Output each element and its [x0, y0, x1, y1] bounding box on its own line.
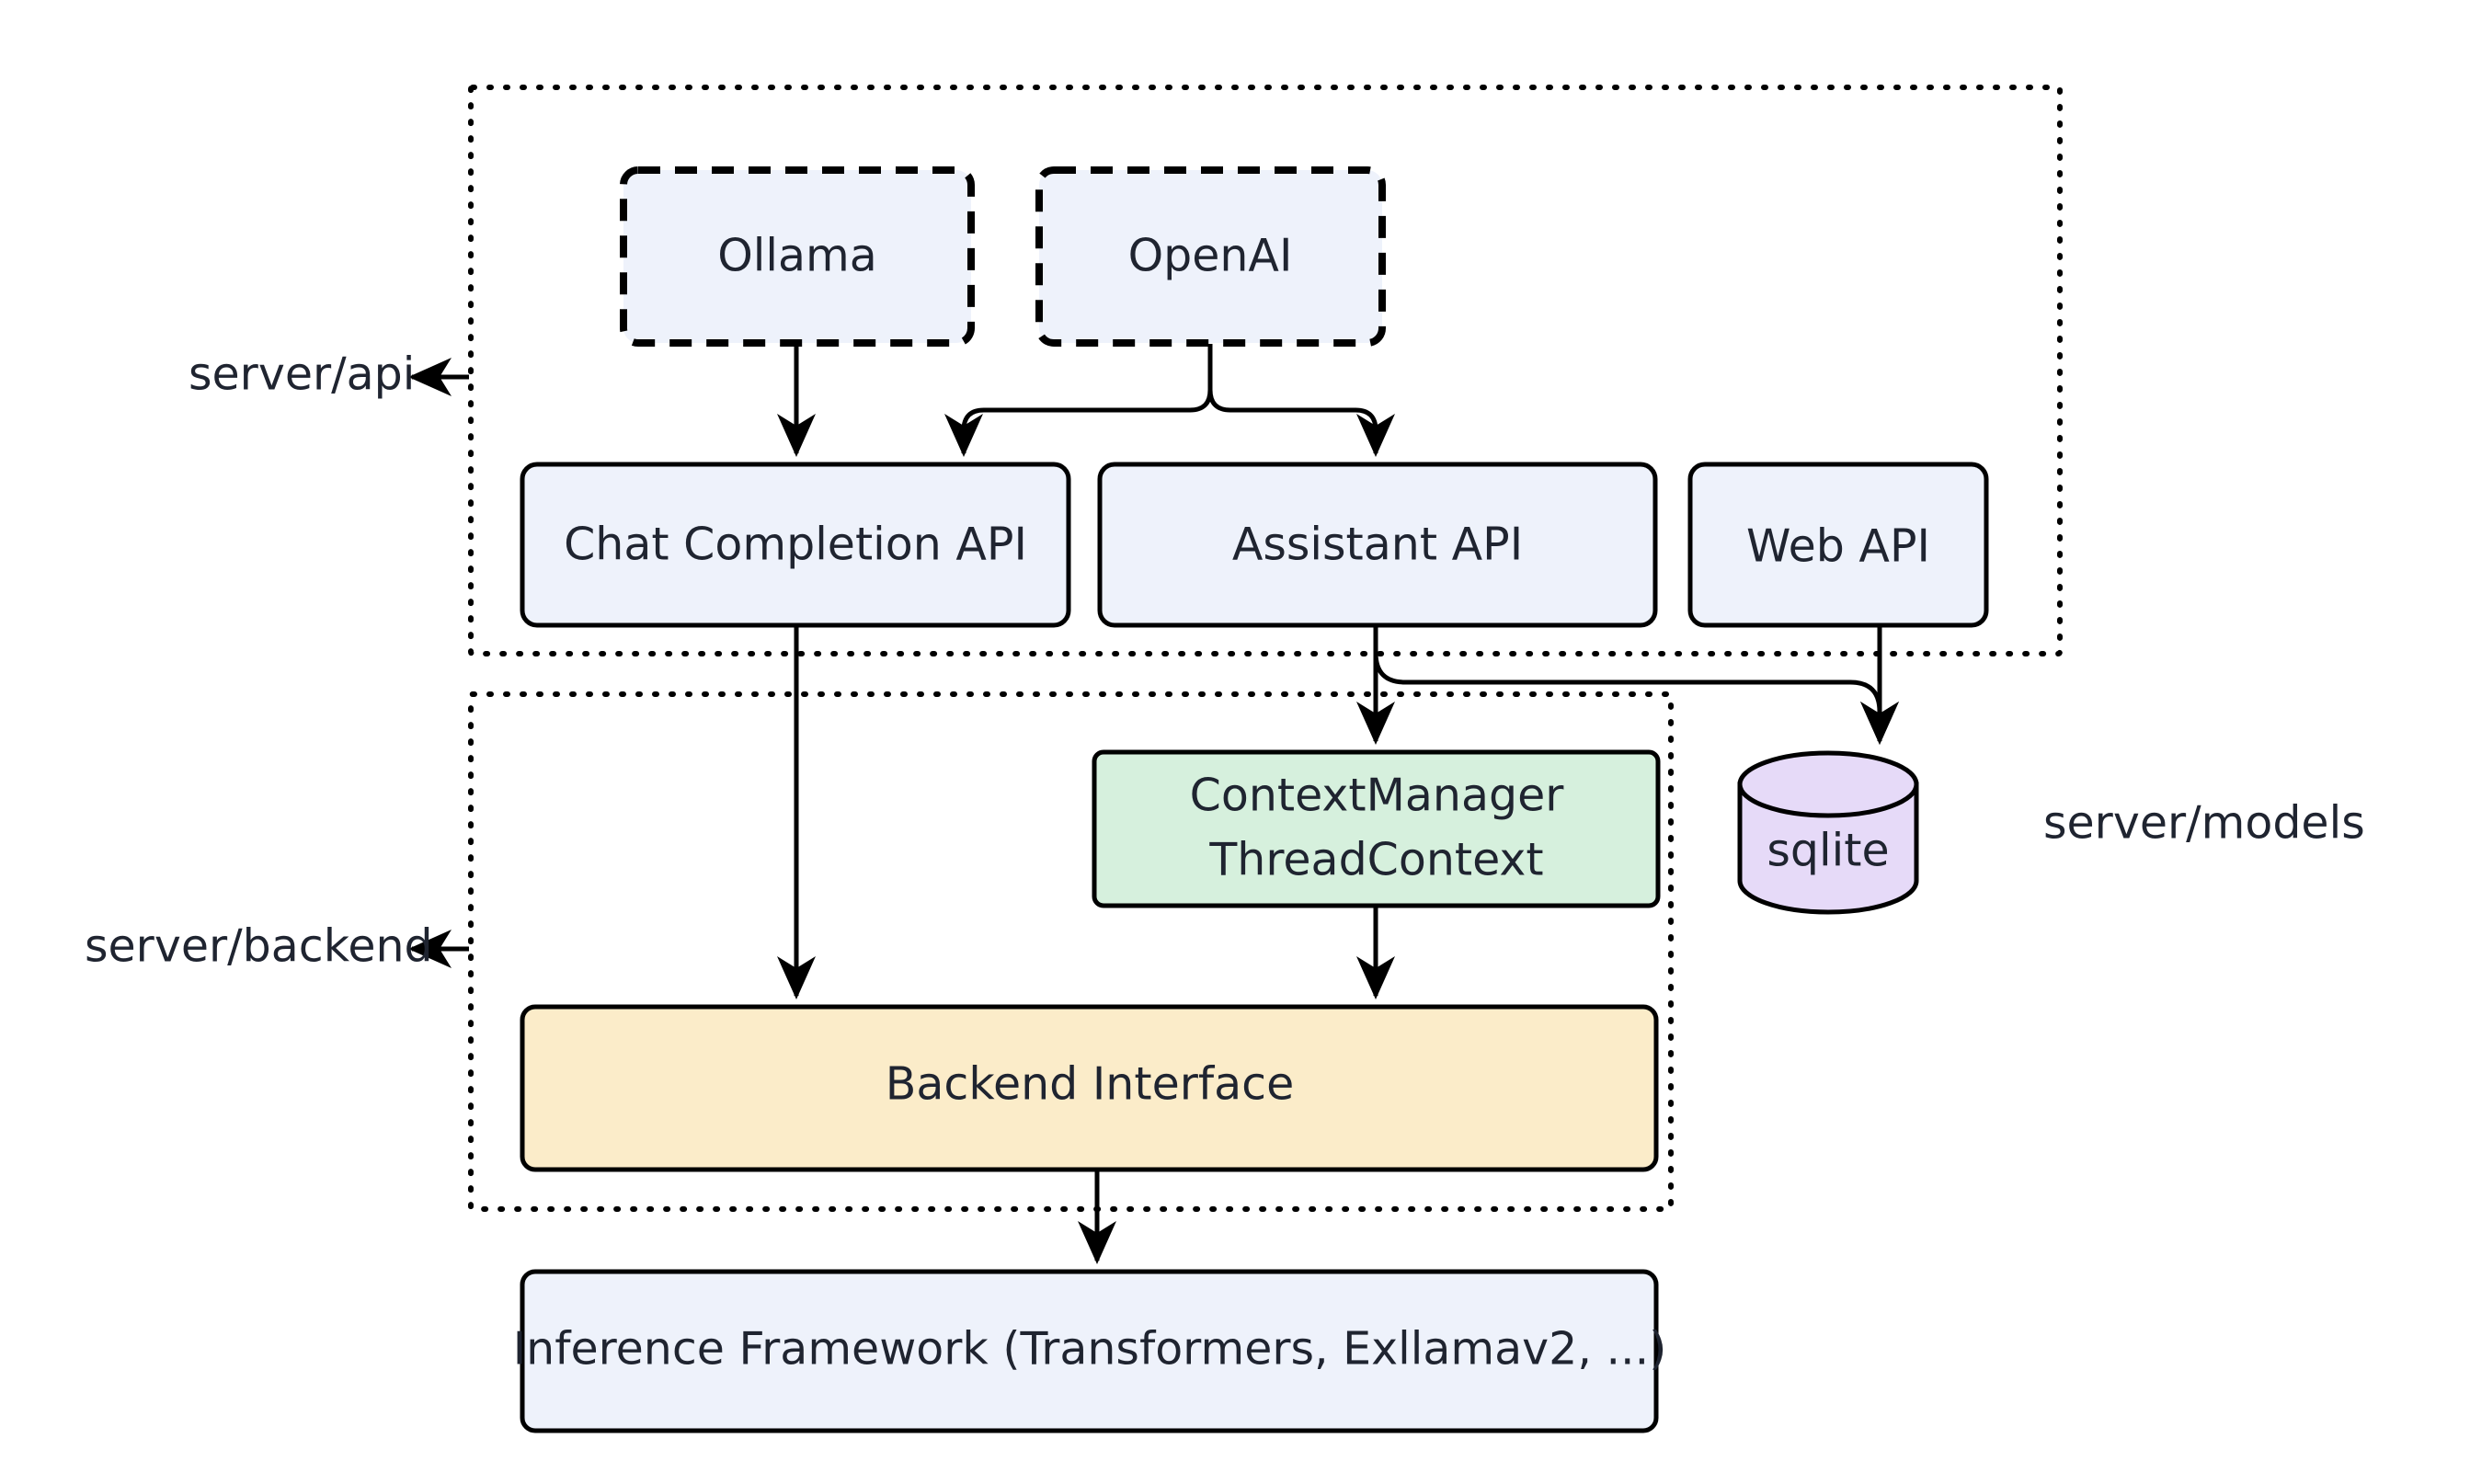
chat-completion-api-label: Chat Completion API [564, 519, 1027, 571]
sqlite-label: sqlite [1767, 825, 1889, 877]
cluster-server-backend [468, 691, 1674, 1212]
assistant-api-label: Assistant API [1232, 519, 1523, 571]
cluster-label-server-backend: server/backend [85, 920, 433, 973]
cluster-label-server-models: server/models [2043, 797, 2365, 850]
edge-openai-to-chat-completion [944, 389, 1213, 458]
context-manager-label-line1: ContextManager [1190, 770, 1565, 822]
node-ollama[interactable]: Ollama [620, 166, 975, 347]
ollama-label: Ollama [717, 230, 877, 282]
node-assistant-api[interactable]: Assistant API [1097, 462, 1658, 628]
context-manager-label-line2: ThreadContext [1208, 834, 1543, 886]
backend-interface-label: Backend Interface [886, 1058, 1294, 1111]
node-web-api[interactable]: Web API [1687, 462, 1989, 628]
chat-completion-api-box[interactable] [520, 462, 1071, 628]
node-context-manager[interactable]: ContextManager ThreadContext [1092, 749, 1661, 908]
sqlite-cylinder-body[interactable] [1737, 782, 1919, 915]
node-openai[interactable]: OpenAI [1035, 166, 1386, 347]
context-manager-box[interactable] [1092, 749, 1661, 908]
cluster-label-server-api: server/api [189, 348, 415, 401]
backend-interface-box[interactable] [520, 1004, 1659, 1172]
node-sqlite[interactable]: sqlite [1737, 750, 1919, 915]
inference-framework-label: Inference Framework (Transformers, Exlla… [513, 1323, 1667, 1376]
cluster-server-api [468, 85, 2063, 656]
edge-openai-to-assistant-api [1207, 389, 1395, 458]
node-backend-interface[interactable]: Backend Interface [520, 1004, 1659, 1172]
web-api-box[interactable] [1687, 462, 1989, 628]
assistant-api-box[interactable] [1097, 462, 1658, 628]
inference-framework-box[interactable] [520, 1269, 1659, 1433]
node-inference-framework[interactable]: Inference Framework (Transformers, Exlla… [513, 1269, 1667, 1433]
openai-label: OpenAI [1128, 230, 1293, 282]
edge-assistant-api-to-sqlite [1373, 652, 1899, 746]
openai-box[interactable] [1035, 166, 1386, 347]
web-api-label: Web API [1746, 520, 1930, 573]
ollama-box[interactable] [620, 166, 975, 347]
node-chat-completion-api[interactable]: Chat Completion API [520, 462, 1071, 628]
sqlite-cylinder-top[interactable] [1737, 750, 1919, 818]
